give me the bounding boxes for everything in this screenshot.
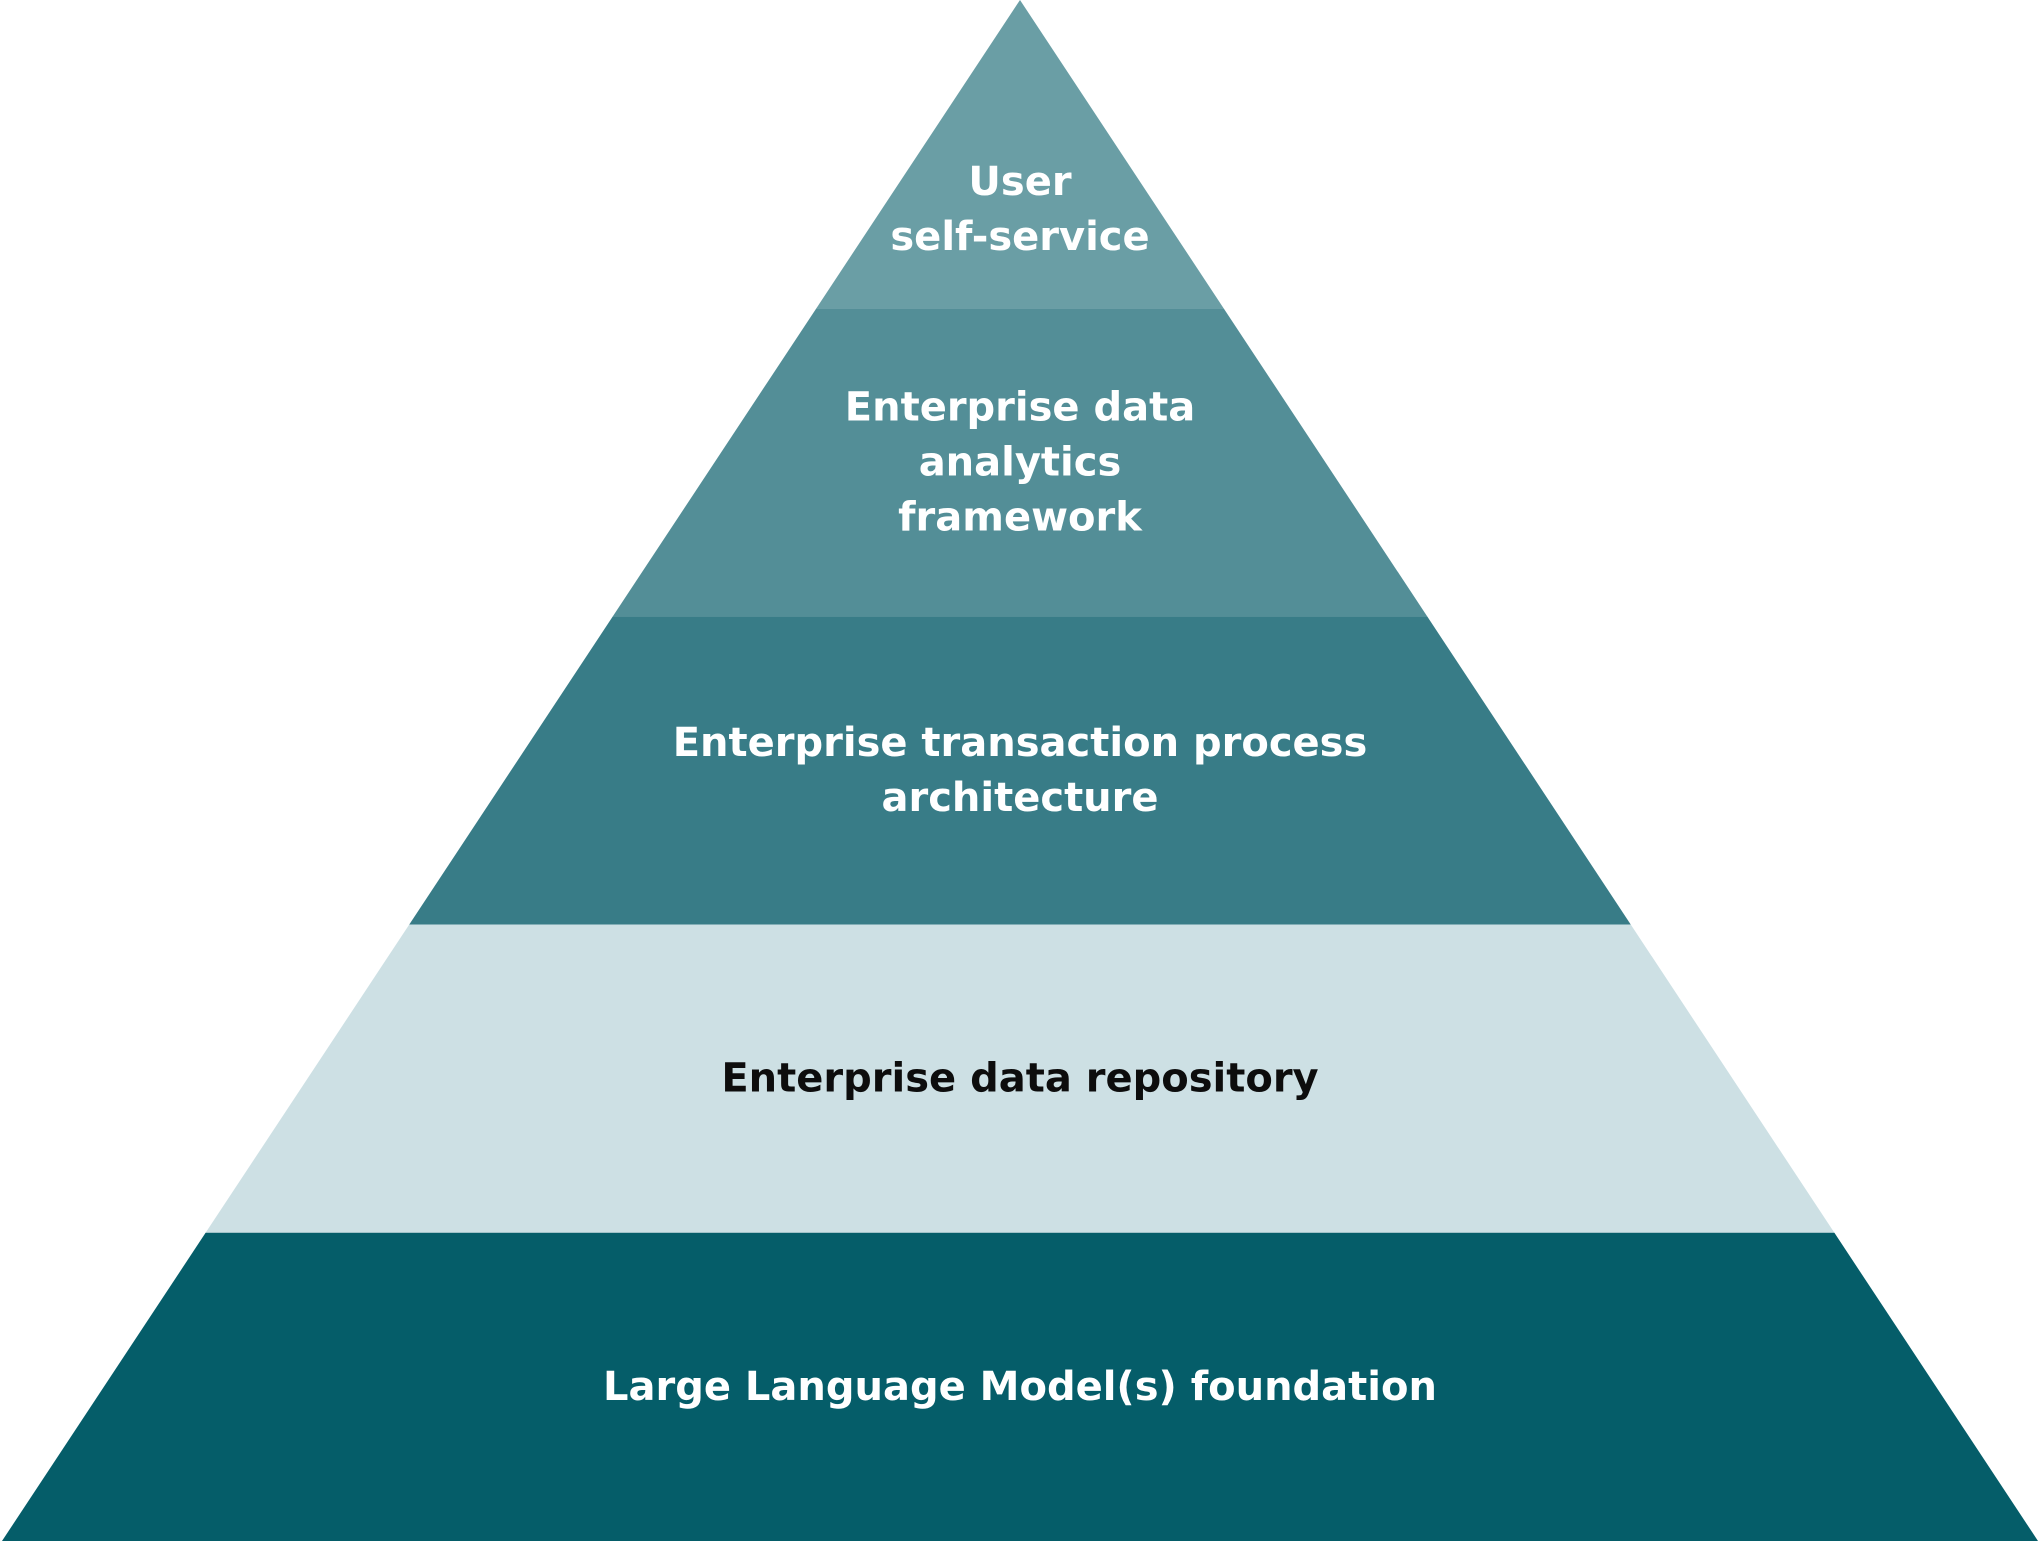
pyramid-tier-5 [2, 1232, 2038, 1541]
tier-label-3: Enterprise transaction process architectu… [673, 720, 1368, 821]
tier-label-line: analytics [919, 439, 1122, 485]
tier-label-line: Enterprise data repository [721, 1056, 1318, 1102]
pyramid-tier-3 [409, 616, 1631, 925]
tier-label-line: Enterprise data [845, 384, 1195, 430]
pyramid-tier-2 [612, 308, 1428, 617]
tier-label-line: architecture [881, 775, 1158, 821]
tier-label-5: Large Language Model(s) foundation [603, 1364, 1437, 1410]
tier-label-4: Enterprise data repository [721, 1056, 1318, 1102]
tier-label-line: Large Language Model(s) foundation [603, 1364, 1437, 1410]
tier-label-2: Enterprise data analytics framework [845, 384, 1195, 540]
pyramid-tier-4 [205, 924, 1835, 1233]
tier-label-line: self-service [890, 214, 1149, 260]
pyramid-tier-1 [816, 0, 1224, 309]
tier-label-line: framework [898, 494, 1143, 540]
tier-label-line: User [968, 159, 1071, 205]
tier-label-1: User self-service [890, 159, 1149, 260]
tier-label-line: Enterprise transaction process [673, 720, 1368, 766]
